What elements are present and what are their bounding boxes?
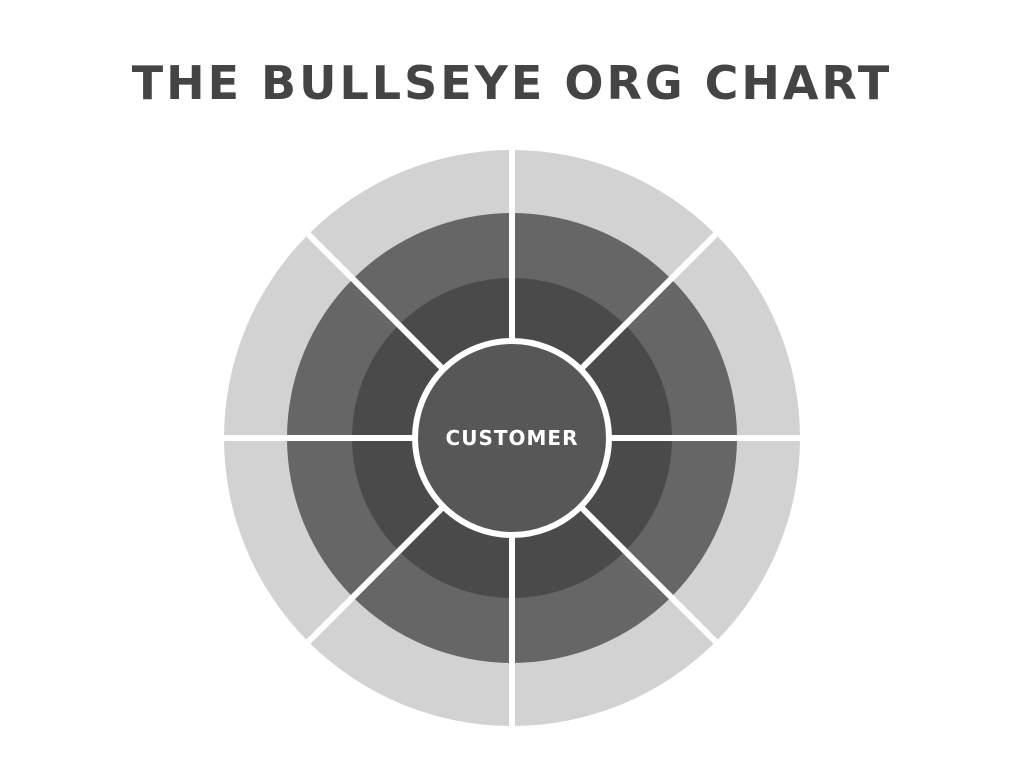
segment-divider [300,226,451,377]
segment-divider [300,499,451,650]
segment-divider [573,499,724,650]
segment-dividers [216,142,808,734]
segment-divider [573,226,724,377]
page-title: THE BULLSEYE ORG CHART [131,56,893,110]
customer-core [412,338,612,538]
center-label: CUSTOMER [446,426,579,450]
